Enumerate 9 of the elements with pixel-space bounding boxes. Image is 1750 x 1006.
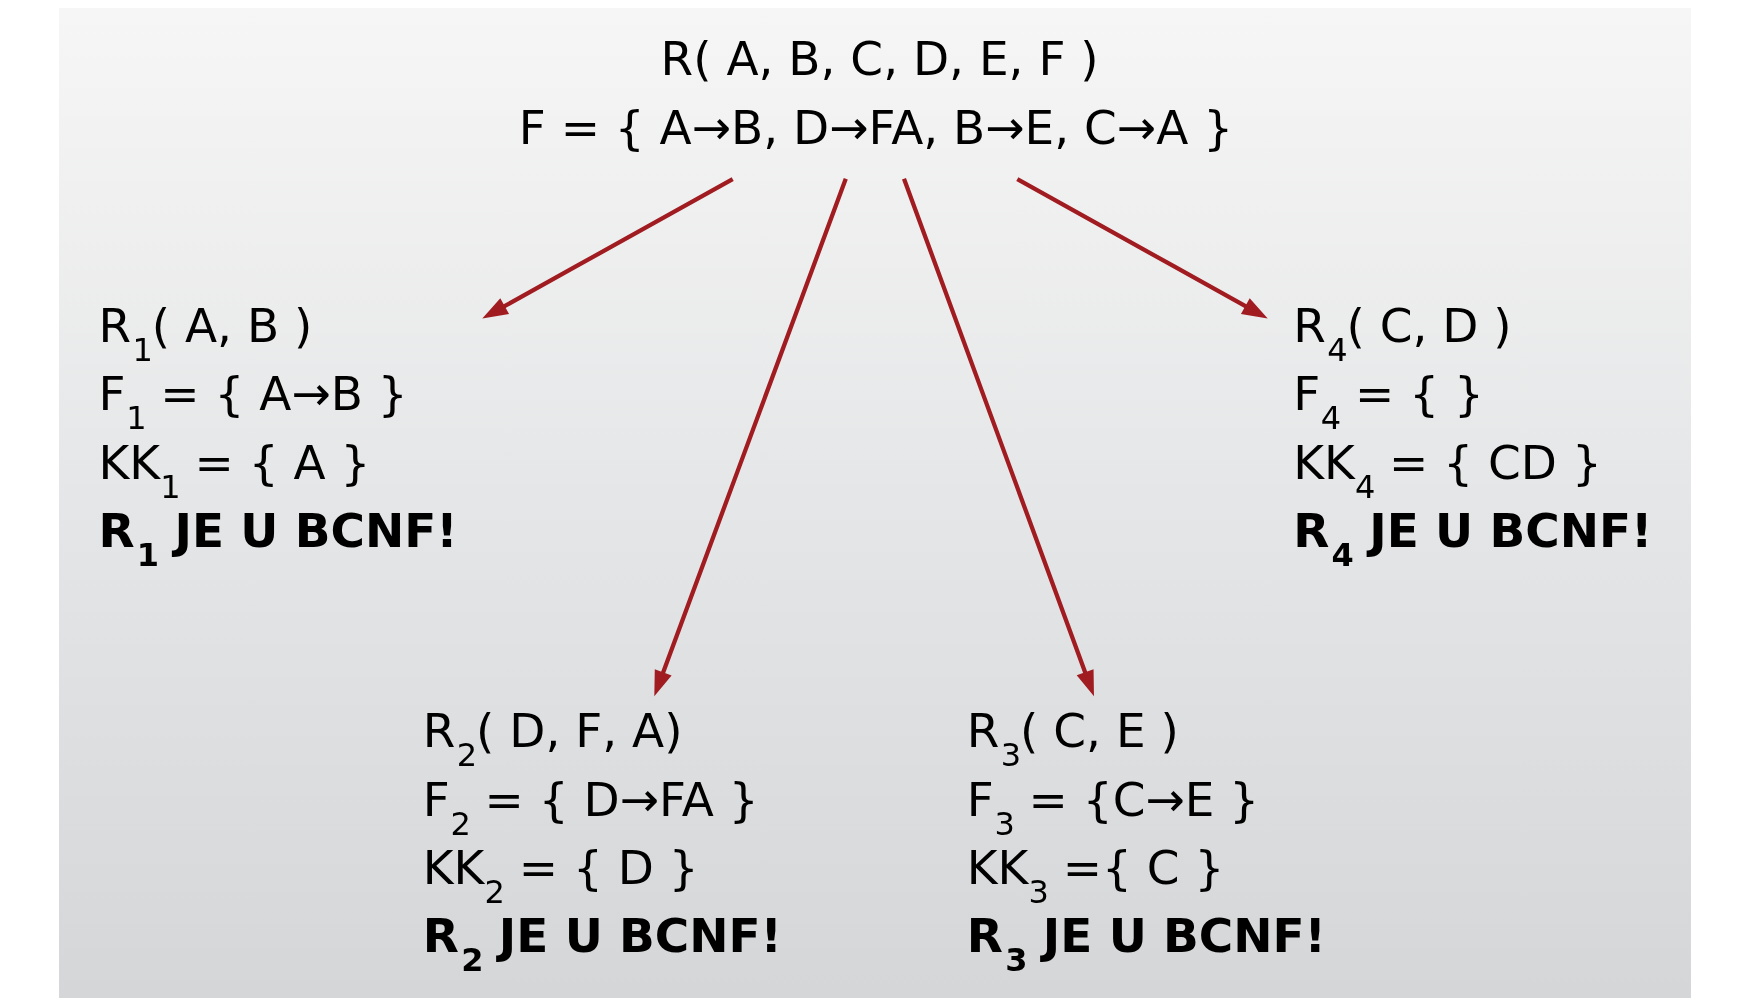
arrow xyxy=(482,177,734,319)
node-text: R( A, B, C, D, E, F ) F = { A→B, D→FA, B→E, C→A } xyxy=(518,31,1234,155)
arrow xyxy=(1016,177,1268,319)
node-text: R$_{1}$( A, B ) F$_{1}$ = { A→B } KK$_{1}$ = { A } R$_{1}$ JE U BCNF! xyxy=(98,298,458,574)
node-text: R$_{4}$( C, D ) F$_{4}$ = { } KK$_{4}$ = { CD } R$_{4}$ JE U BCNF! xyxy=(1293,298,1653,574)
arrow xyxy=(902,178,1094,697)
arrow xyxy=(654,178,848,697)
node-text: R$_{2}$( D, F, A) F$_{2}$ = { D→FA } KK$_{2}$ = { D } R$_{2}$ JE U BCNF! xyxy=(422,703,783,980)
node-text: R$_{3}$( C, E ) F$_{3}$ = {C→E } KK$_{3}$ ={ C } R$_{3}$ JE U BCNF! xyxy=(966,703,1327,980)
